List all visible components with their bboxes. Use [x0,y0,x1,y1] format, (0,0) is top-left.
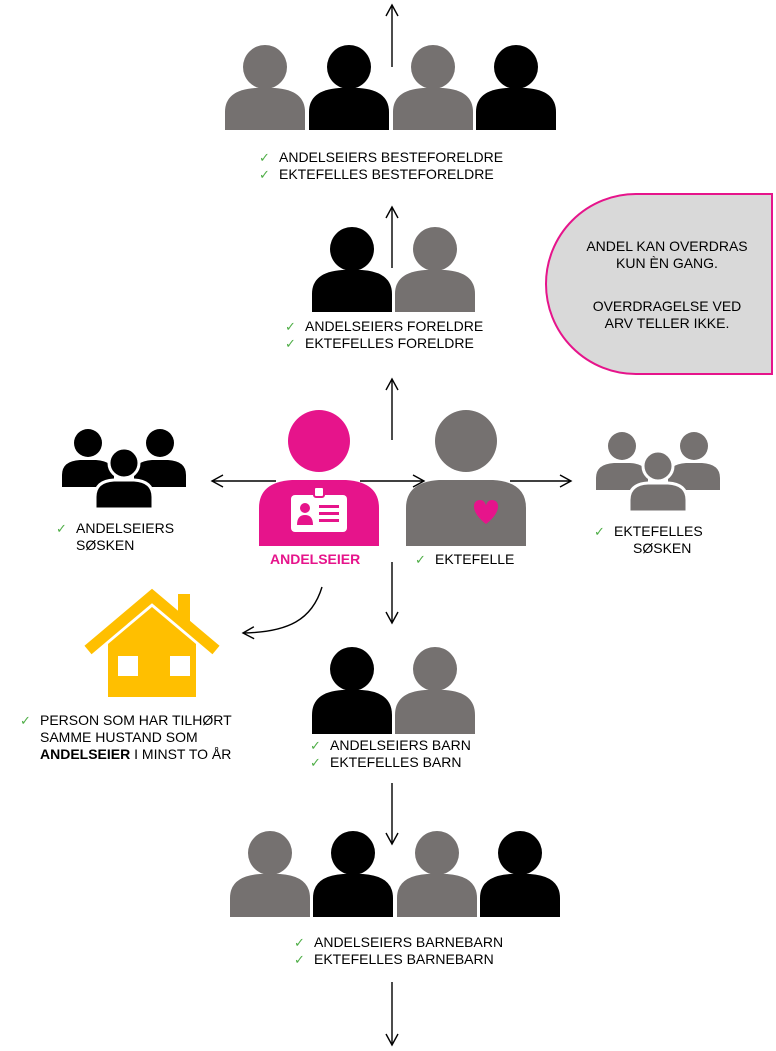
parents-label: ✓ANDELSEIERS FORELDRE ✓EKTEFELLES FORELD… [285,318,483,352]
note-bubble: ANDEL KAN OVERDRAS KUN ÈN GANG. OVERDRAG… [545,193,773,375]
note-text-bottom: OVERDRAGELSE VED ARV TELLER IKKE. [592,298,742,331]
check-icon: ✓ [285,336,296,351]
check-icon: ✓ [294,935,305,950]
check-icon: ✓ [594,524,605,539]
owner-icon [259,410,379,546]
grandparents-label: ✓ANDELSEIERS BESTEFORELDRE ✓EKTEFELLES B… [259,149,503,183]
check-icon: ✓ [310,738,321,753]
list-item: ✓EKTEFELLES BESTEFORELDRE [259,166,494,182]
check-icon: ✓ [285,319,296,334]
arrows [210,3,573,1047]
grandchildren-icon [230,831,560,917]
note-text-top: ANDEL KAN OVERDRAS KUN ÈN GANG. [586,238,748,271]
arrow-to-household [241,586,323,640]
heart-icon [473,500,499,524]
check-icon: ✓ [259,167,270,182]
spouse-label: ✓EKTEFELLE [415,551,515,567]
list-item: ✓ANDELSEIERS BESTEFORELDRE [259,149,504,165]
list-item: ✓EKTEFELLES BARNEBARN [294,951,494,967]
house-icon [84,588,220,697]
list-item: ✓ANDELSEIERS BARN [310,737,471,753]
list-item: ✓ANDELSEIERS BARNEBARN [294,934,504,950]
check-icon: ✓ [415,552,426,567]
check-icon: ✓ [310,755,321,770]
children-label: ✓ANDELSEIERS BARN ✓EKTEFELLES BARN [310,737,471,771]
check-icon: ✓ [259,150,270,165]
grandparents-icon [225,45,556,130]
grandchildren-label: ✓ANDELSEIERS BARNEBARN ✓EKTEFELLES BARNE… [294,934,503,968]
children-icon [312,647,475,734]
list-item: ✓EKTEFELLES BARN [310,754,462,770]
spouse-icon [406,410,526,546]
check-icon: ✓ [294,952,305,967]
spouse-siblings-label: ✓EKTEFELLES SØSKEN [594,523,703,556]
list-item: ✓ANDELSEIERS FORELDRE [285,318,484,334]
owner-siblings-label: ✓ANDELSEIERS SØSKEN [56,520,175,553]
household-label: ✓PERSON SOM HAR TILHØRT SAMME HUSTAND SO… [20,712,232,762]
owner-label: ANDELSEIER [270,551,361,567]
list-item: ✓EKTEFELLES FORELDRE [285,335,474,351]
parents-icon [312,227,475,312]
owner-siblings-icon [62,429,186,511]
check-icon: ✓ [56,521,67,536]
check-icon: ✓ [20,713,31,728]
spouse-siblings-icon [596,432,720,514]
